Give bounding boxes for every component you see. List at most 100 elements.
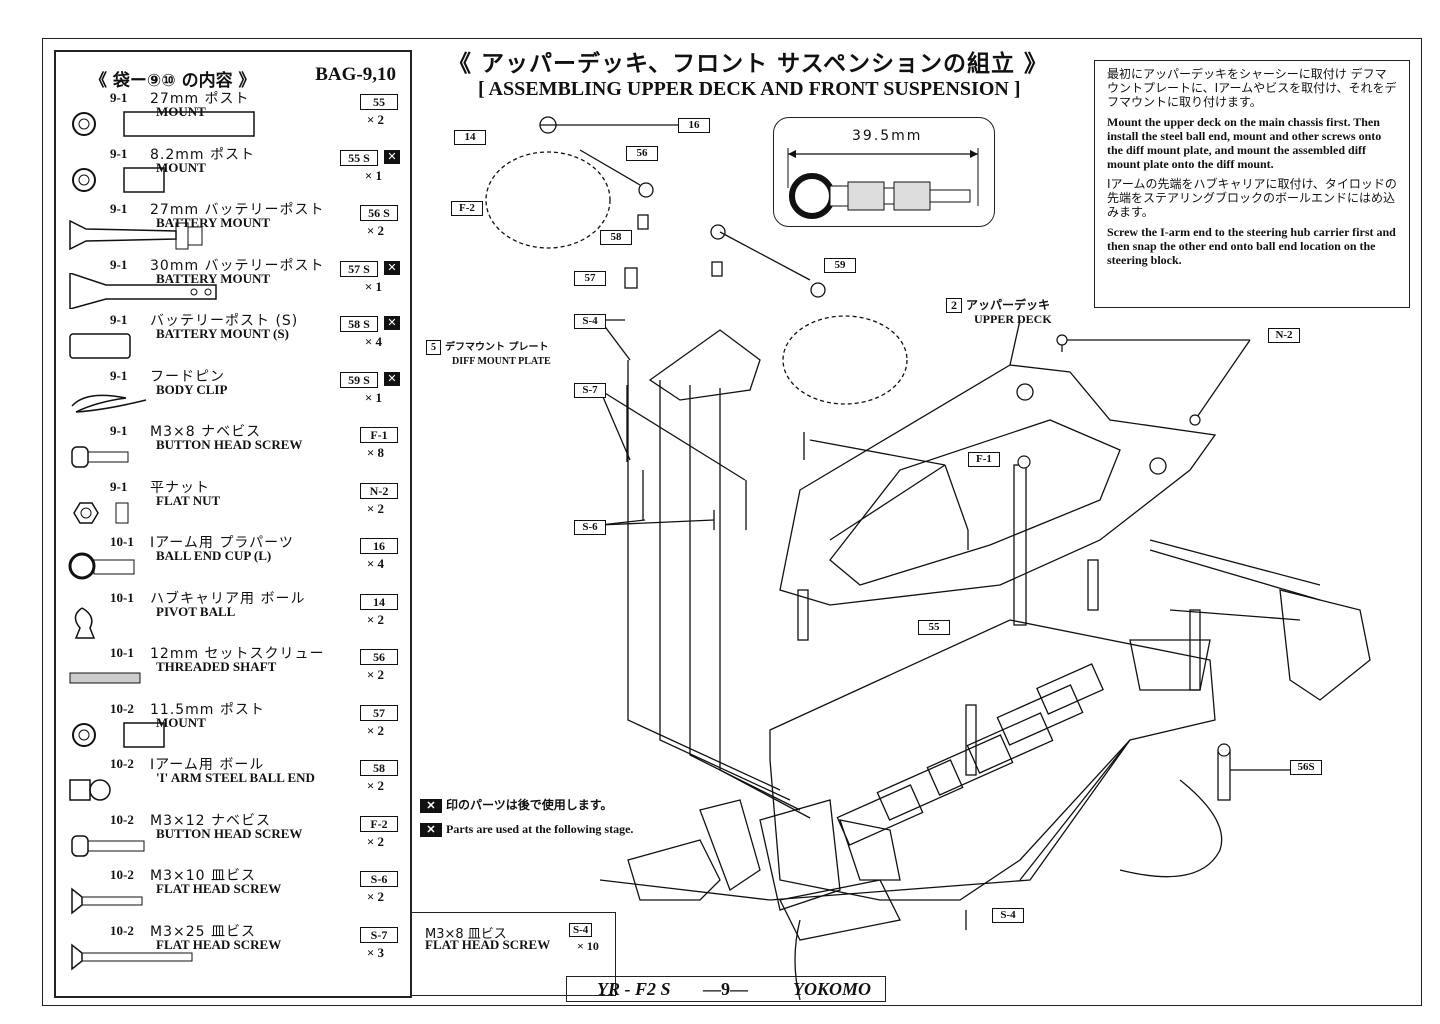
part-code: 14	[360, 593, 398, 610]
screw-box-code: S-4	[569, 923, 593, 937]
diagram-label-58: 58	[600, 230, 632, 245]
part-name-en: PIVOT BALL	[156, 603, 236, 619]
part-code: 16	[360, 538, 398, 554]
part-quantity: × 8	[366, 445, 384, 460]
part-step-number: 9-1	[110, 90, 128, 105]
part-name-jp: ハブキャリア用 ボール	[150, 590, 306, 607]
part-name-en: BALL END CUP (L)	[156, 548, 272, 563]
later-mark-icon: ✕	[384, 371, 400, 386]
part-name-jp: M3×12 ナベビス	[150, 812, 271, 829]
part-code: 58 S	[340, 316, 378, 332]
part-step-number: 9-1	[110, 423, 128, 438]
part-name-en: FLAT HEAD SCREW	[156, 936, 282, 952]
part-quantity: × 1	[364, 278, 382, 294]
pivot-ball-icon	[74, 606, 96, 639]
later-mark-icon: ✕	[420, 823, 442, 838]
bag-label: BAG-9,10	[315, 64, 396, 85]
diff-plate-jp: デフマウント プレート	[445, 342, 549, 353]
upper-deck-en: UPPER DECK	[974, 312, 1052, 326]
part-name-en: FLAT HEAD SCREW	[156, 881, 282, 896]
part-quantity: × 3	[366, 944, 384, 960]
part-quantity: × 2	[366, 833, 384, 849]
diff-plate-en: DIFF MOUNT PLATE	[452, 356, 551, 367]
mount-post-icon	[72, 111, 255, 137]
part-step-number: 10-1	[110, 534, 134, 549]
part-step-number: 10-2	[110, 922, 134, 938]
part-code: N-2	[360, 482, 398, 499]
flat-screw-long-icon	[71, 942, 193, 971]
diagram-label-n2: N-2	[1268, 328, 1300, 343]
instruction-jp-1: 最初にアッパーデッキをシャーシーに取付け デフマウントプレートに、Iアームやビス…	[1107, 67, 1397, 109]
footer-model: YR - F2 S	[597, 979, 671, 999]
part-name-jp: 30mm バッテリーポスト	[150, 257, 325, 274]
later-mark-icon: ✕	[384, 316, 400, 330]
page-title-jp: 《 アッパーデッキ、フロント サスペンションの組立 》	[448, 51, 1049, 77]
part-code: 57	[360, 704, 398, 721]
upper-deck-jp: アッパーデッキ	[966, 298, 1051, 312]
diagram-label-f2: F-2	[451, 201, 483, 216]
part-step-number: 10-2	[110, 867, 134, 882]
part-name-jp: M3×8 ナベビス	[150, 424, 262, 440]
mount-post-short-icon	[72, 166, 165, 193]
part-quantity: × 2	[366, 223, 384, 238]
part-name-en: FLAT NUT	[156, 492, 221, 508]
part-name-jp: フードピン	[150, 368, 225, 385]
diff-plate-num: 5	[426, 340, 441, 355]
threaded-shaft-icon	[69, 672, 141, 684]
part-quantity: × 2	[366, 500, 384, 516]
instructions-box: 最初にアッパーデッキをシャーシーに取付け デフマウントプレートに、Iアームやビス…	[1094, 60, 1410, 308]
part-quantity: × 2	[366, 722, 384, 738]
part-code: 58	[360, 760, 398, 776]
footer-brand: YOKOMO	[793, 979, 872, 999]
part-name-jp: M3×25 皿ビス	[150, 923, 256, 940]
chassis-outline	[769, 619, 1216, 901]
screw-box-jp: M3×8 皿ビス	[425, 927, 507, 942]
part-quantity: × 2	[366, 778, 384, 793]
part-step-number: 9-1	[110, 367, 128, 383]
part-name-en: BATTERY MOUNT	[156, 270, 271, 286]
part-quantity: × 4	[366, 556, 384, 571]
part-name-jp: Iアーム用 ボール	[150, 757, 265, 773]
part-code: F-2	[360, 815, 398, 832]
part-quantity: × 2	[366, 611, 384, 627]
part-code: 56	[360, 649, 398, 665]
diagram-label-f1: F-1	[968, 452, 1000, 467]
part-code: S-6	[360, 871, 398, 887]
instruction-en-2: Screw the I-arm end to the steering hub …	[1107, 225, 1396, 267]
parts-list-header: 《 袋ー⑨⑩ の内容 》 BAG-9,10	[56, 64, 410, 91]
part-name-jp: 12mm セットスクリュー	[150, 646, 325, 662]
part-step-number: 10-1	[110, 589, 134, 605]
part-name-jp: M3×10 皿ビス	[150, 868, 256, 884]
part-step-number: 9-1	[110, 145, 128, 161]
part-step-number: 10-2	[110, 700, 134, 716]
screw-box-en: FLAT HEAD SCREW	[425, 937, 551, 952]
part-name-en: BUTTON HEAD SCREW	[156, 825, 303, 841]
part-name-en: BATTERY MOUNT	[156, 215, 271, 230]
battery-post-flat-icon	[69, 272, 217, 309]
part-quantity: × 1	[364, 389, 382, 405]
button-screw-long-icon	[71, 834, 145, 857]
mount-post-short-icon	[72, 721, 165, 748]
ball-end-cup-icon	[68, 552, 135, 580]
legend-en: Parts are used at the following stage.	[446, 822, 634, 836]
part-name-en: 'I' ARM STEEL BALL END	[156, 770, 315, 785]
part-code: 55 S	[340, 149, 378, 166]
part-name-jp: 11.5mm ポスト	[150, 701, 265, 718]
part-code: S-7	[360, 926, 398, 943]
part-code: F-1	[360, 427, 398, 443]
diagram-label-56s: 56S	[1290, 760, 1322, 775]
diagram-label-55: 55	[918, 620, 950, 635]
button-screw-icon	[71, 446, 129, 468]
part-step-number: 10-1	[110, 645, 134, 660]
